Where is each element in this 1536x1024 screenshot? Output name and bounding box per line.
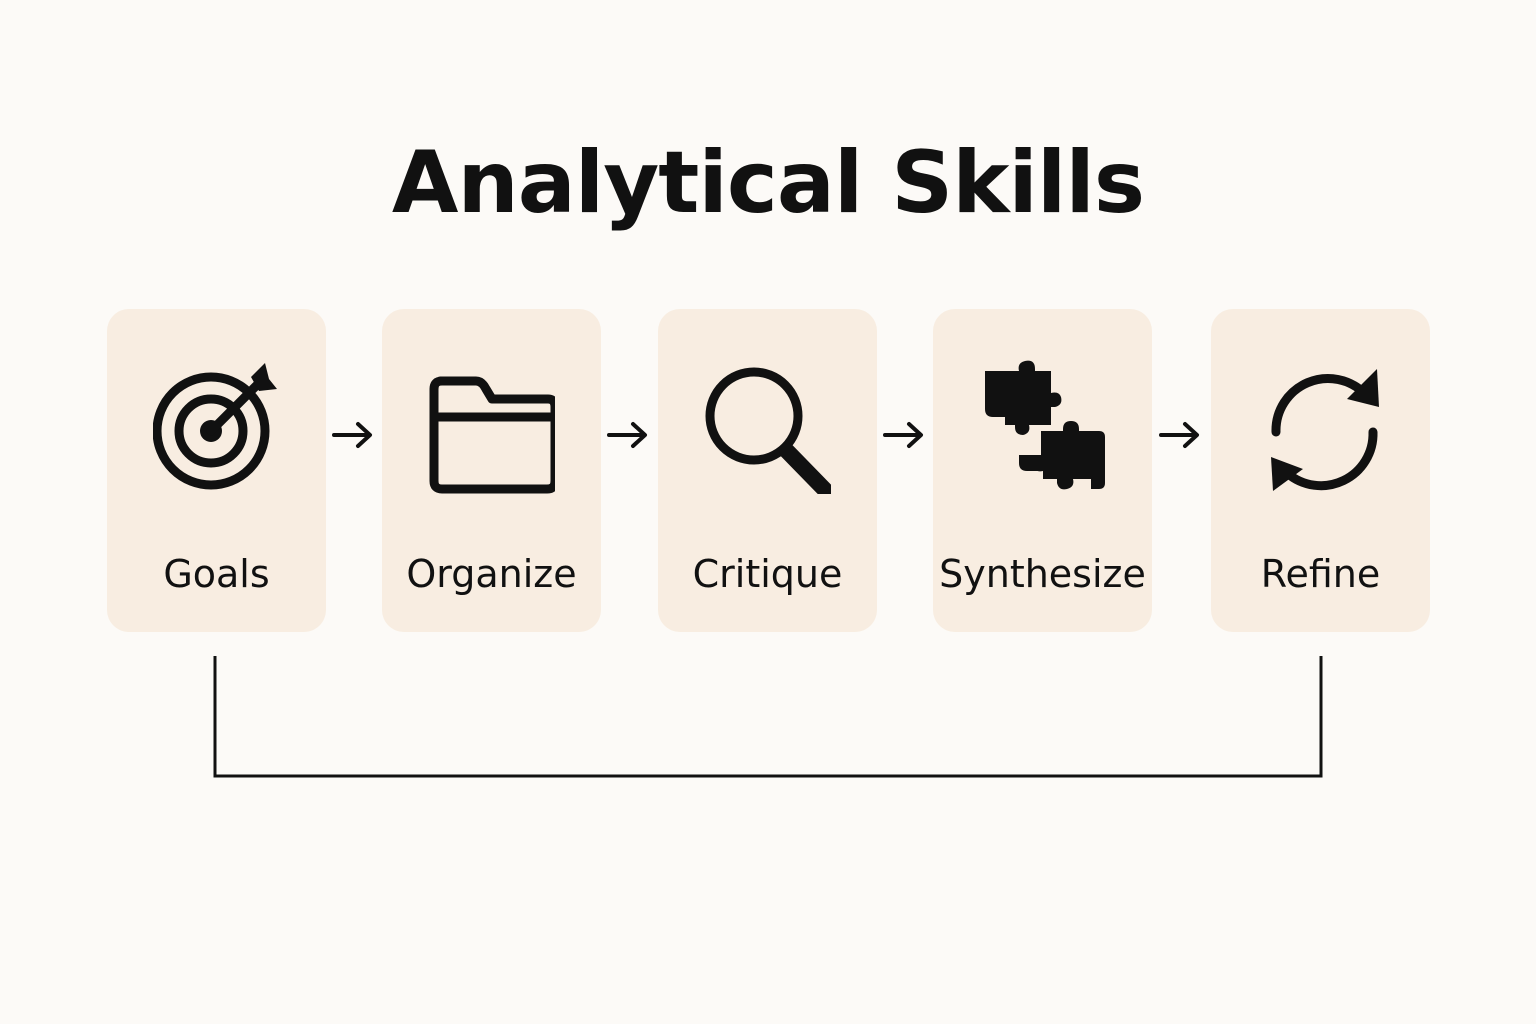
step-card-synthesize: Synthesize [933, 309, 1152, 632]
step-card-organize: Organize [382, 309, 601, 632]
step-label-synthesize: Synthesize [939, 552, 1146, 596]
magnifier-icon [704, 359, 831, 494]
step-label-critique: Critique [692, 552, 843, 596]
step-label-goals: Goals [163, 552, 270, 596]
step-label-refine: Refine [1260, 552, 1381, 596]
arrow-right-icon [606, 418, 650, 452]
arrow-right-icon [1158, 418, 1202, 452]
puzzle-icon [979, 359, 1106, 494]
step-card-critique: Critique [658, 309, 877, 632]
step-card-goals: Goals [107, 309, 326, 632]
target-icon [153, 359, 280, 494]
arrow-right-icon [331, 418, 375, 452]
step-card-refine: Refine [1211, 309, 1430, 632]
diagram-title: Analytical Skills [391, 133, 1145, 233]
arrow-right-icon [882, 418, 926, 452]
folder-icon [428, 359, 555, 494]
refresh-icon [1257, 359, 1384, 494]
step-label-organize: Organize [406, 552, 577, 596]
